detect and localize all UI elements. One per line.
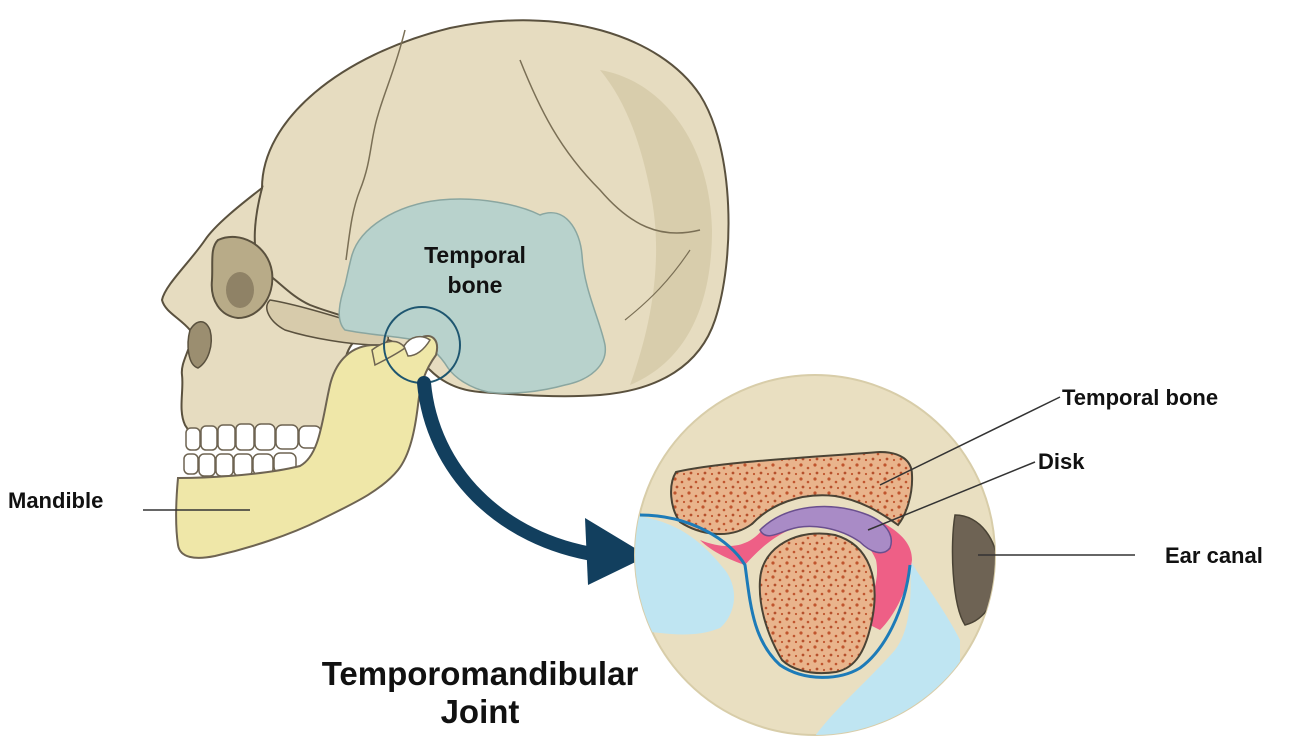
soft-tissue-left <box>635 515 735 635</box>
tmj-inset <box>634 374 996 736</box>
mandibular-condyle <box>758 532 876 674</box>
condyle-blue-outline <box>639 513 912 679</box>
squamous-suture <box>519 59 701 234</box>
temporal-bone-skull-label-line1: Temporal <box>424 242 526 268</box>
temporal-bone-skull <box>338 198 606 394</box>
mandible-bone <box>175 335 438 559</box>
temporal-bone-inset <box>670 450 914 535</box>
ear-canal-label: Ear canal <box>1165 543 1263 568</box>
disk-label: Disk <box>1038 449 1085 474</box>
cranium-shadow <box>600 70 712 385</box>
pointer-arrow <box>417 376 648 585</box>
upper-teeth <box>185 423 322 451</box>
temporal-bone-inset-label: Temporal bone <box>1062 385 1219 410</box>
nasal-cavity <box>187 321 212 369</box>
temporal-bone-skull-label: Temporal bone <box>395 240 555 300</box>
mandible-label: Mandible <box>8 488 104 513</box>
leader-disk <box>867 461 1036 531</box>
orbit-inner <box>226 272 254 308</box>
diagram-title: Temporomandibular Joint <box>280 655 680 731</box>
coronal-suture <box>345 29 406 261</box>
skull <box>160 19 730 559</box>
diagram-title-line1: Temporomandibular <box>321 655 639 692</box>
articular-disk <box>759 505 892 554</box>
temporal-bone-skull-label-line2: bone <box>447 272 503 298</box>
condyle <box>403 335 431 357</box>
diagram-title-line2: Joint <box>440 693 520 730</box>
leader-temporal-inset <box>879 396 1061 486</box>
lambdoid-suture <box>624 249 691 321</box>
lower-teeth <box>183 452 297 477</box>
